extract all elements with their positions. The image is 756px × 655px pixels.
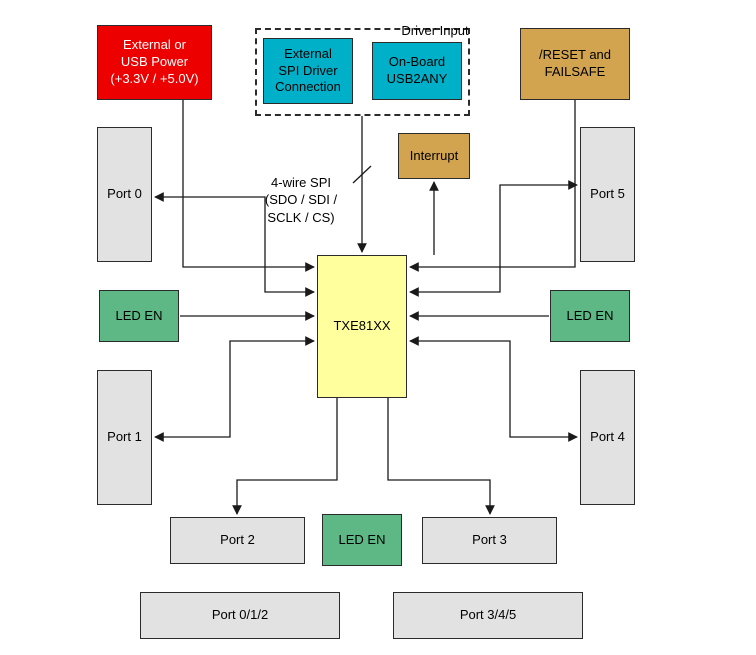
port-group-right-box: Port 3/4/5 <box>393 592 583 639</box>
usb2any-box: On-Board USB2ANY <box>372 42 462 100</box>
port-group-right-label: Port 3/4/5 <box>459 607 517 623</box>
connector-chip-to-port4 <box>409 336 578 442</box>
connector-chip-to-port3 <box>387 398 495 515</box>
connector-chip-to-port1 <box>154 336 315 442</box>
port4-label: Port 4 <box>590 429 625 445</box>
led-en-left-box: LED EN <box>99 290 179 342</box>
reset-failsafe-label: /RESET and FAILSAFE <box>538 47 612 79</box>
port2-box: Port 2 <box>170 517 305 564</box>
connector-chip-to-port0 <box>154 192 315 297</box>
led-en-right-label: LED EN <box>566 307 614 323</box>
driver-input-group-label-text: Driver Input <box>401 22 469 38</box>
interrupt-box: Interrupt <box>398 133 470 179</box>
external-spi-driver-label: External SPI Driver Connection <box>275 45 341 95</box>
reset-failsafe-box: /RESET and FAILSAFE <box>520 28 630 100</box>
led-en-bottom-label: LED EN <box>338 531 386 547</box>
spi-bus-label: 4-wire SPI (SDO / SDI / SCLK / CS) <box>248 156 354 226</box>
power-box: External or USB Power (+3.3V / +5.0V) <box>97 25 212 100</box>
port-group-left-box: Port 0/1/2 <box>140 592 340 639</box>
port4-box: Port 4 <box>580 370 635 505</box>
port5-label: Port 5 <box>590 186 625 202</box>
spi-bus-slash-mark <box>352 165 372 184</box>
connector-reset-to-chip <box>409 100 576 272</box>
led-en-bottom-box: LED EN <box>322 514 402 566</box>
external-spi-driver-box: External SPI Driver Connection <box>263 38 353 104</box>
port1-box: Port 1 <box>97 370 152 505</box>
driver-input-group-box <box>255 28 470 116</box>
port3-box: Port 3 <box>422 517 557 564</box>
spi-bus-label-text: 4-wire SPI (SDO / SDI / SCLK / CS) <box>264 174 338 225</box>
port-group-left-label: Port 0/1/2 <box>211 607 269 623</box>
port0-label: Port 0 <box>107 186 142 202</box>
usb2any-label: On-Board USB2ANY <box>386 54 448 86</box>
txe81xx-chip-label: TXE81XX <box>333 318 391 334</box>
port1-label: Port 1 <box>107 429 142 445</box>
connector-chip-to-port2 <box>232 398 338 515</box>
power-label: External or USB Power (+3.3V / +5.0V) <box>110 37 199 86</box>
port0-box: Port 0 <box>97 127 152 262</box>
led-en-left-label: LED EN <box>115 307 163 323</box>
led-en-right-box: LED EN <box>550 290 630 342</box>
txe81xx-chip-box: TXE81XX <box>317 255 407 398</box>
interrupt-label: Interrupt <box>409 147 459 163</box>
port5-box: Port 5 <box>580 127 635 262</box>
port2-label: Port 2 <box>220 532 255 548</box>
port3-label: Port 3 <box>472 532 507 548</box>
driver-input-group-label: Driver Input <box>385 4 485 39</box>
connector-chip-to-port5 <box>409 180 578 297</box>
